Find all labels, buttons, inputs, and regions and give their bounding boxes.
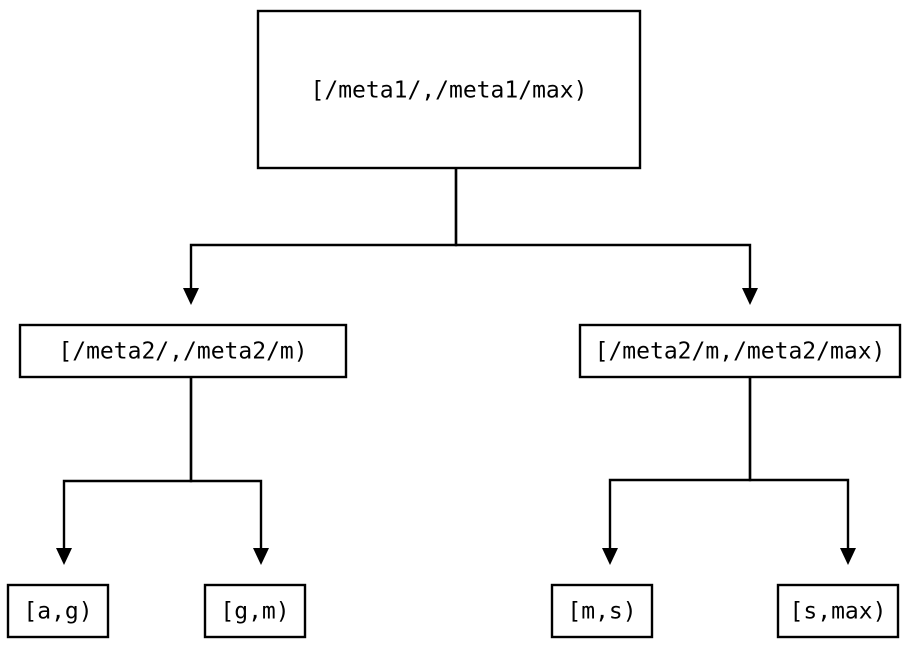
- edge-root-to-mid-left-line: [189, 168, 458, 289]
- edge-mid-left-to-leaf-a-g: [56, 377, 193, 565]
- edge-root-to-mid-right-line: [454, 168, 752, 289]
- node-leaf-s-max[interactable]: [s,max): [776, 583, 900, 639]
- node-leaf-a-g-label: [a,g): [23, 599, 92, 625]
- node-leaf-g-m-box[interactable]: [203, 583, 307, 639]
- edge-mid-right-to-leaf-s-max-line: [748, 377, 850, 549]
- node-mid-right-box[interactable]: [578, 323, 902, 379]
- node-leaf-m-s-label: [m,s): [567, 599, 636, 625]
- node-leaf-a-g[interactable]: [a,g): [6, 583, 110, 639]
- node-layer: [/meta1/,/meta1/max) [/meta2/,/meta2/m) …: [6, 9, 902, 639]
- edge-mid-right-to-leaf-s-max-arrowhead: [840, 548, 856, 565]
- node-leaf-g-m[interactable]: [g,m): [203, 583, 307, 639]
- edge-mid-right-to-leaf-m-s: [602, 377, 752, 565]
- node-leaf-m-s-box[interactable]: [550, 583, 654, 639]
- node-mid-left[interactable]: [/meta2/,/meta2/m): [18, 323, 348, 379]
- node-mid-right-label: [/meta2/m,/meta2/max): [595, 339, 886, 365]
- edge-mid-right-to-leaf-m-s-line: [608, 377, 752, 549]
- edge-mid-left-to-leaf-g-m-line: [189, 377, 263, 549]
- node-leaf-s-max-box[interactable]: [776, 583, 900, 639]
- node-root[interactable]: [/meta1/,/meta1/max): [256, 9, 642, 170]
- edge-mid-right-to-leaf-s-max: [748, 377, 856, 565]
- edge-mid-right-to-leaf-m-s-arrowhead: [602, 548, 618, 565]
- node-root-box[interactable]: [256, 9, 642, 170]
- edge-root-to-mid-left: [183, 168, 458, 305]
- edge-mid-left-to-leaf-g-m: [189, 377, 269, 565]
- edge-mid-left-to-leaf-g-m-arrowhead: [253, 548, 269, 565]
- node-root-label: [/meta1/,/meta1/max): [311, 78, 588, 104]
- node-leaf-a-g-box[interactable]: [6, 583, 110, 639]
- edge-root-to-mid-right-arrowhead: [742, 288, 758, 305]
- edge-layer: [56, 168, 856, 565]
- edge-mid-left-to-leaf-a-g-arrowhead: [56, 548, 72, 565]
- node-leaf-s-max-label: [s,max): [790, 599, 887, 625]
- edge-mid-left-to-leaf-a-g-line: [62, 377, 193, 549]
- edge-root-to-mid-right: [454, 168, 758, 305]
- edge-root-to-mid-left-arrowhead: [183, 288, 199, 305]
- node-mid-right[interactable]: [/meta2/m,/meta2/max): [578, 323, 902, 379]
- node-leaf-m-s[interactable]: [m,s): [550, 583, 654, 639]
- node-mid-left-box[interactable]: [18, 323, 348, 379]
- node-leaf-g-m-label: [g,m): [220, 599, 289, 625]
- node-mid-left-label: [/meta2/,/meta2/m): [58, 339, 307, 365]
